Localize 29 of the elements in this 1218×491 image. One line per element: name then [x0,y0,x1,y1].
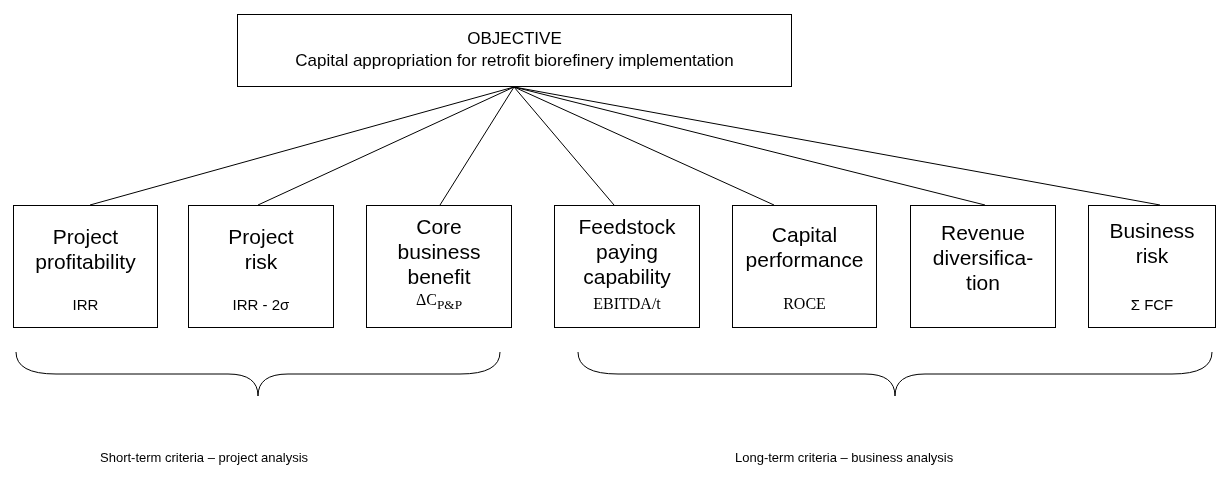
brace-caption: Long-term criteria – business analysis [735,450,954,465]
metric-label: IRR [71,296,100,313]
criterion-title: Business risk [1108,218,1196,268]
metric-label: Σ FCF [1129,296,1175,313]
criterion-title: Feedstock paying capability [577,214,677,289]
criterion-title: Core business benefit [396,214,482,289]
criterion-box [910,205,1056,328]
connector-line [513,86,775,206]
metric-label: IRR - 2σ [231,296,291,313]
criterion-box [732,205,877,328]
criterion-title: Capital performance [744,222,865,272]
criterion-title: Project profitability [34,224,137,274]
criterion-box [554,205,700,328]
connector-line [439,86,515,206]
brace-caption: Short-term criteria – project analysis [100,450,309,465]
criterion-title: Revenue diversifica- tion [931,220,1035,295]
criterion-box [366,205,512,328]
heading: OBJECTIVE [467,28,562,50]
criterion-box [13,205,158,328]
connector-line [513,86,615,206]
criterion-title: Project risk [227,224,295,274]
metric-label: EBITDA/t [592,295,662,313]
metric-label: ΔC$_{P&P}$ [414,290,464,313]
objective-text: Capital appropriation for retrofit biorefinery implementation [295,50,734,72]
connector-line [257,86,515,206]
criterion-box [1088,205,1216,328]
metric-label: ROCE [782,295,827,313]
objective-box [237,14,792,87]
criterion-box [188,205,334,328]
